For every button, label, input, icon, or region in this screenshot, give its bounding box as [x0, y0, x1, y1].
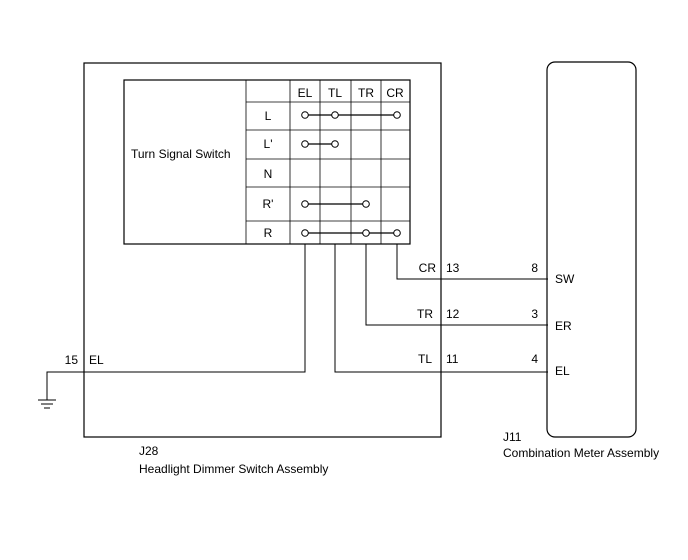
- j11-signal-sw: SW: [555, 272, 575, 286]
- wire-cr: [396, 244, 548, 280]
- j28-pin-11: 11: [446, 352, 459, 366]
- continuity-row-r: [301, 229, 401, 237]
- j28-signal-tl: TL: [418, 352, 432, 366]
- row-label-n: N: [264, 167, 273, 181]
- wire-tl: [334, 244, 548, 373]
- j11-pin-4: 4: [531, 352, 538, 366]
- j28-pin-15: 15: [65, 353, 79, 367]
- column-header-tl: TL: [328, 86, 342, 100]
- column-header-cr: CR: [386, 86, 404, 100]
- wire-el: [46, 244, 306, 400]
- j11-signal-er: ER: [555, 319, 572, 333]
- row-label-r-prime: R': [263, 197, 274, 211]
- switch-table-border: [123, 79, 411, 245]
- switch-table-title: Turn Signal Switch: [131, 147, 231, 161]
- j28-signal-cr: CR: [419, 261, 437, 275]
- continuity-row-l-prime: [301, 140, 339, 148]
- j28-name: Headlight Dimmer Switch Assembly: [139, 462, 328, 476]
- row-label-r: R: [264, 226, 273, 240]
- row-label-l: L: [265, 109, 272, 123]
- j11-pin-8: 8: [531, 261, 538, 275]
- j11-signal-el: EL: [555, 364, 570, 378]
- row-label-l-prime: L': [264, 137, 273, 151]
- meter-assembly-box: [546, 61, 637, 438]
- j28-pin-13: 13: [446, 261, 460, 275]
- j28-signal-el: EL: [89, 353, 104, 367]
- j11-code: J11: [503, 430, 522, 444]
- headlight-assembly-box: [83, 62, 442, 438]
- switch-table-grid: [245, 80, 410, 244]
- column-header-tr: TR: [358, 86, 374, 100]
- column-header-el: EL: [298, 86, 313, 100]
- j28-signal-tr: TR: [417, 307, 433, 321]
- j11-pin-3: 3: [531, 307, 538, 321]
- continuity-row-l: [301, 111, 401, 119]
- continuity-row-r-prime: [301, 200, 370, 208]
- j28-pin-12: 12: [446, 307, 460, 321]
- j11-name: Combination Meter Assembly: [503, 446, 659, 460]
- wire-tr: [365, 244, 548, 326]
- ground-icon: [38, 399, 56, 409]
- j28-code: J28: [139, 444, 159, 458]
